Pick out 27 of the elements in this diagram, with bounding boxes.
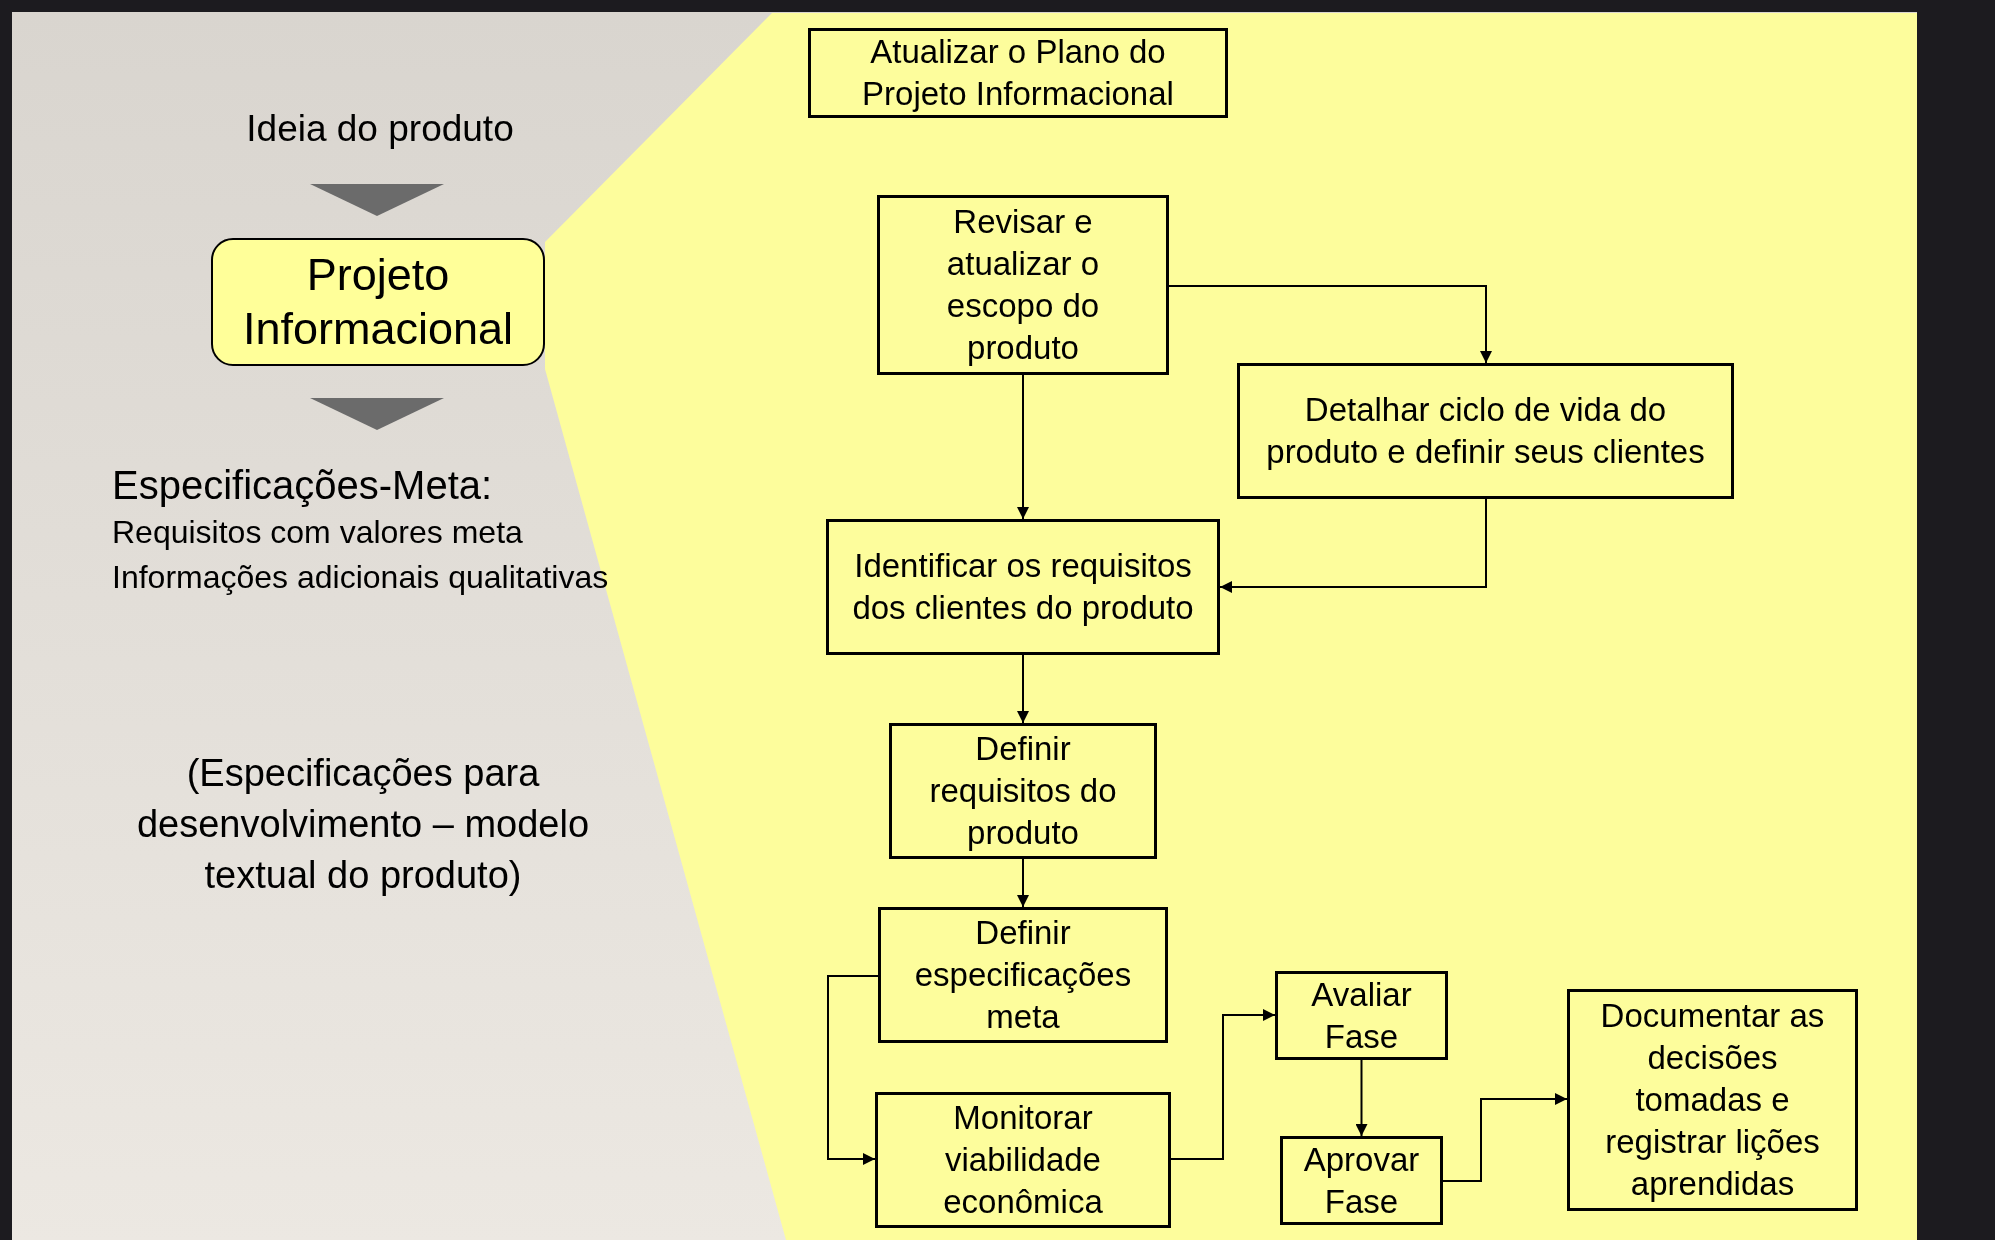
process-box: Detalhar ciclo de vida do produto e definir seus clientes [1237, 363, 1734, 499]
arrow [1442, 1093, 1568, 1182]
process-box: Avaliar Fase [1275, 971, 1448, 1060]
process-box: Atualizar o Plano do Projeto Informacional [808, 28, 1228, 118]
down-arrow [310, 398, 444, 430]
output-item: Requisitos com valores meta [112, 513, 524, 552]
output-heading: Especificações-Meta: [112, 462, 494, 509]
output-item: Informações adicionais qualitativas [112, 558, 610, 597]
process-box: Definir requisitos do produto [889, 723, 1157, 859]
arrow [1168, 285, 1492, 364]
process-box: Aprovar Fase [1280, 1136, 1443, 1225]
arrow [1170, 1009, 1276, 1160]
arrow [1017, 858, 1029, 908]
arrow [1017, 654, 1029, 724]
down-arrow [310, 184, 444, 216]
arrow [1017, 374, 1029, 520]
process-box: Monitorar viabilidade econômica [875, 1092, 1171, 1228]
arrow [1355, 1059, 1368, 1137]
phase-box: Projeto Informacional [211, 238, 545, 366]
process-box: Definir especificações meta [878, 907, 1168, 1043]
process-box: Identificar os requisitos dos clientes do produto [826, 519, 1220, 655]
note-text: (Especificações para desenvolvimento – modelo textual do produto) [135, 751, 591, 898]
arrow [827, 975, 879, 1165]
input-text: Ideia do produto [230, 105, 530, 153]
process-box: Revisar e atualizar o escopo do produto [877, 195, 1169, 375]
arrow [1219, 498, 1487, 593]
process-box: Documentar as decisões tomadas e registrar lições aprendidas [1567, 989, 1858, 1211]
